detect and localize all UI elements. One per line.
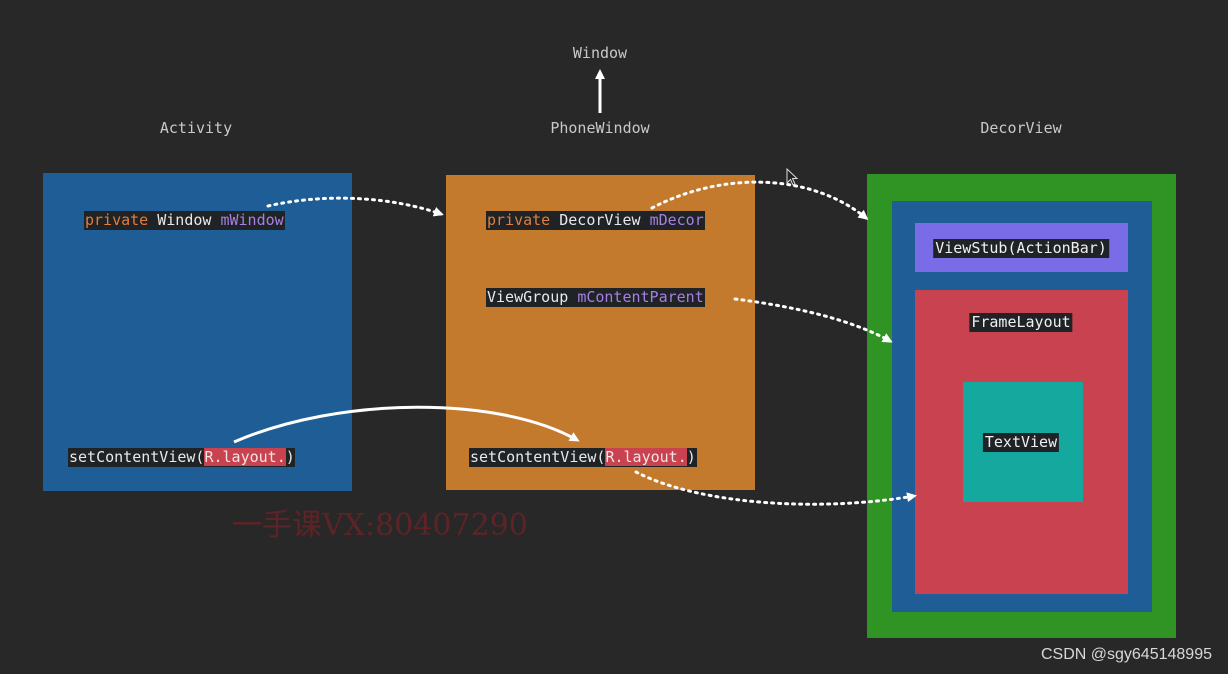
phone-window-title: PhoneWindow	[550, 119, 650, 137]
activity-method-name: setContentView(	[69, 448, 205, 466]
phone-window-decor-field: private DecorView mDecor	[486, 211, 705, 230]
activity-window-field: private Window mWindow	[84, 211, 285, 230]
framelayout-label: FrameLayout	[969, 313, 1073, 332]
mouse-cursor-icon	[786, 168, 799, 186]
textview-label: TextView	[982, 433, 1060, 452]
window-title: Window	[572, 44, 628, 62]
activity-title: Activity	[159, 119, 233, 137]
arrow-contentparent-to-decor	[733, 297, 893, 343]
arrow-phonewindow-setcontentview	[634, 470, 917, 506]
activity-field-name: mWindow	[220, 211, 284, 229]
activity-method-arg: R.layout.	[204, 448, 286, 466]
phone-window-method-name: setContentView(	[470, 448, 606, 466]
phone-window-content-parent-field: ViewGroup mContentParent	[486, 288, 705, 307]
decor-view-title: DecorView	[980, 119, 1062, 137]
phone-window-method-arg: R.layout.	[605, 448, 687, 466]
phone-window-field1-keyword: private	[487, 211, 551, 229]
activity-field-keyword: private	[85, 211, 149, 229]
watermark-text: 一手课VX:80407290	[232, 508, 528, 543]
csdn-credit: CSDN @sgy645148995	[1040, 646, 1212, 663]
viewstub-label: ViewStub(ActionBar)	[933, 239, 1109, 258]
phone-window-set-content-view: setContentView(R.layout.)	[469, 448, 697, 467]
activity-field-type: Window	[157, 211, 212, 229]
phone-window-field1-name: mDecor	[649, 211, 704, 229]
activity-method-close: )	[285, 448, 295, 466]
phone-window-field2-name: mContentParent	[577, 288, 704, 306]
arrow-mdecor-to-decorview	[650, 180, 869, 220]
arrow-activity-setcontentview	[233, 405, 580, 444]
arrow-mwindow-to-phonewindow	[266, 196, 444, 217]
activity-set-content-view: setContentView(R.layout.)	[68, 448, 295, 467]
phone-window-method-close: )	[686, 448, 696, 466]
phone-window-field2-type: ViewGroup	[487, 288, 569, 306]
phone-window-field1-type: DecorView	[559, 211, 641, 229]
